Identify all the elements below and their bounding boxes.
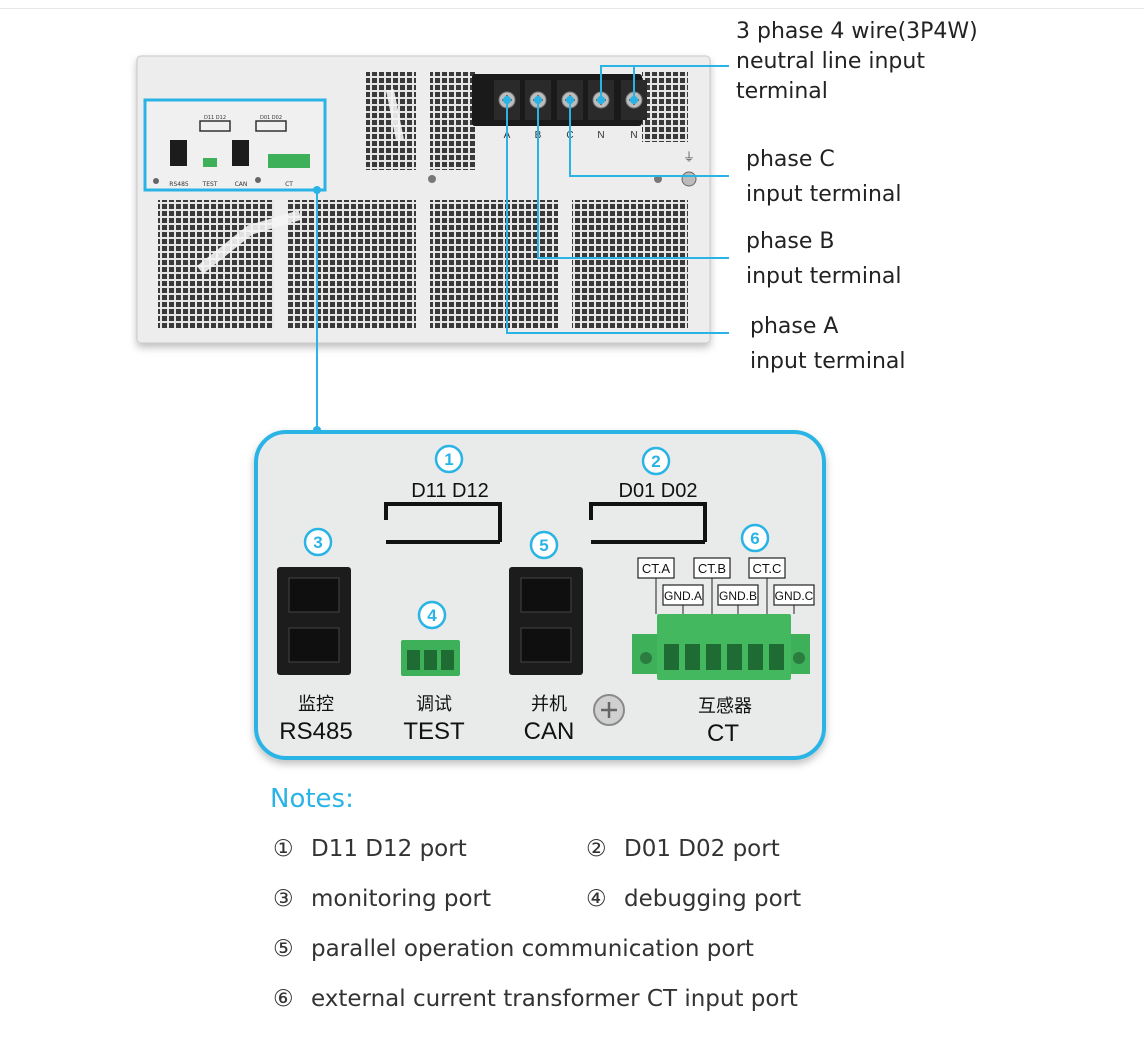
rs485-en-label: RS485 <box>279 718 352 745</box>
d11-d12-label: D11 D12 <box>411 480 488 502</box>
number-badge <box>641 446 671 476</box>
vent-grille <box>572 200 688 328</box>
ground-symbol-icon: ⏚ <box>683 150 695 164</box>
vent-grille <box>158 200 274 328</box>
detail-panel: D11 D12 D01 D02 <box>254 430 826 760</box>
number-badge <box>740 523 770 553</box>
small-rs485-port <box>170 140 187 166</box>
leader-dot <box>534 96 542 104</box>
small-can-label: CAN <box>235 181 248 188</box>
screw-icon <box>153 178 159 184</box>
d01-d02-bracket <box>589 502 707 544</box>
number-badge <box>417 600 447 630</box>
callout-phase-c: phase C input terminal <box>746 147 902 207</box>
number-badge-label: 2 <box>651 452 660 471</box>
leader-neutral <box>600 65 729 100</box>
leader-phase-a <box>506 100 729 334</box>
leader-lines <box>316 65 729 430</box>
number-badge <box>303 527 333 557</box>
vent-grille <box>430 72 475 170</box>
ct-slot <box>685 644 700 670</box>
leader-dot <box>597 96 605 104</box>
ct-top-label: CT.C <box>753 561 782 576</box>
number-badge-label: 5 <box>539 536 548 555</box>
ct-bottom-label: GND.C <box>775 589 814 603</box>
ct-cn-label: 互感器 <box>698 696 752 717</box>
panel-screw-icon <box>593 694 625 726</box>
ct-terminal <box>632 614 810 680</box>
small-ct-port <box>268 154 310 168</box>
small-d11-label: D11 D12 <box>204 115 226 121</box>
number-badge-label: 6 <box>750 529 759 548</box>
vent-grille <box>366 72 416 170</box>
number-badge-label: 3 <box>313 533 322 552</box>
callout-phase-b: phase B input terminal <box>746 229 902 289</box>
small-rs485-label: RS485 <box>169 181 189 188</box>
ct-bottom-label: GND.B <box>719 589 757 603</box>
ct-top-label: CT.B <box>698 561 726 576</box>
test-port <box>401 640 460 676</box>
ct-slot <box>769 644 784 670</box>
rs485-port <box>277 567 351 675</box>
small-comm-panel: D11 D12 D01 D02 RS485 TEST CAN CT <box>143 98 327 192</box>
screw-icon <box>428 175 436 183</box>
can-en-label: CAN <box>524 718 575 745</box>
number-badge <box>434 444 464 474</box>
leader-dot <box>566 96 574 104</box>
small-d01-label: D01 D02 <box>260 115 282 121</box>
terminal-letter: N <box>630 130 637 141</box>
vent-grille <box>642 72 688 142</box>
leader-phase-c <box>569 100 729 177</box>
small-can-port <box>232 140 249 166</box>
ct-slot <box>706 644 721 670</box>
notes-title: Notes: <box>270 784 354 814</box>
number-badge <box>529 530 559 560</box>
leader-dot <box>630 96 638 104</box>
top-divider <box>0 8 1144 9</box>
number-badge-label: 4 <box>427 606 437 625</box>
callout-neutral: 3 phase 4 wire(3P4W) neutral line input … <box>736 19 978 104</box>
ct-en-label: CT <box>707 720 739 747</box>
small-test-port <box>203 158 217 167</box>
leader-dot <box>313 186 321 194</box>
d11-d12-bracket <box>384 502 502 544</box>
d01-d02-label: D01 D02 <box>619 480 698 502</box>
vent-grille <box>288 200 416 328</box>
ct-slot <box>664 644 679 670</box>
ct-bottom-label: GND.A <box>664 589 702 603</box>
terminal-letter: N <box>597 130 604 141</box>
small-ct-label: CT <box>285 181 293 188</box>
ground-screw-icon <box>681 171 697 187</box>
test-en-label: TEST <box>403 718 465 745</box>
leader-dot <box>503 96 511 104</box>
test-cn-label: 调试 <box>416 694 452 715</box>
ct-slot <box>727 644 742 670</box>
number-badge-label: 1 <box>444 450 453 469</box>
vent-grille <box>430 200 558 328</box>
screw-icon <box>255 177 261 183</box>
callout-phase-a: phase A input terminal <box>750 314 906 374</box>
leader-phase-b <box>537 100 729 259</box>
ct-slot <box>748 644 763 670</box>
can-cn-label: 并机 <box>531 694 567 715</box>
ct-top-label: CT.A <box>642 561 671 576</box>
small-test-label: TEST <box>202 181 218 188</box>
rs485-cn-label: 监控 <box>298 694 334 715</box>
can-port <box>509 567 583 675</box>
